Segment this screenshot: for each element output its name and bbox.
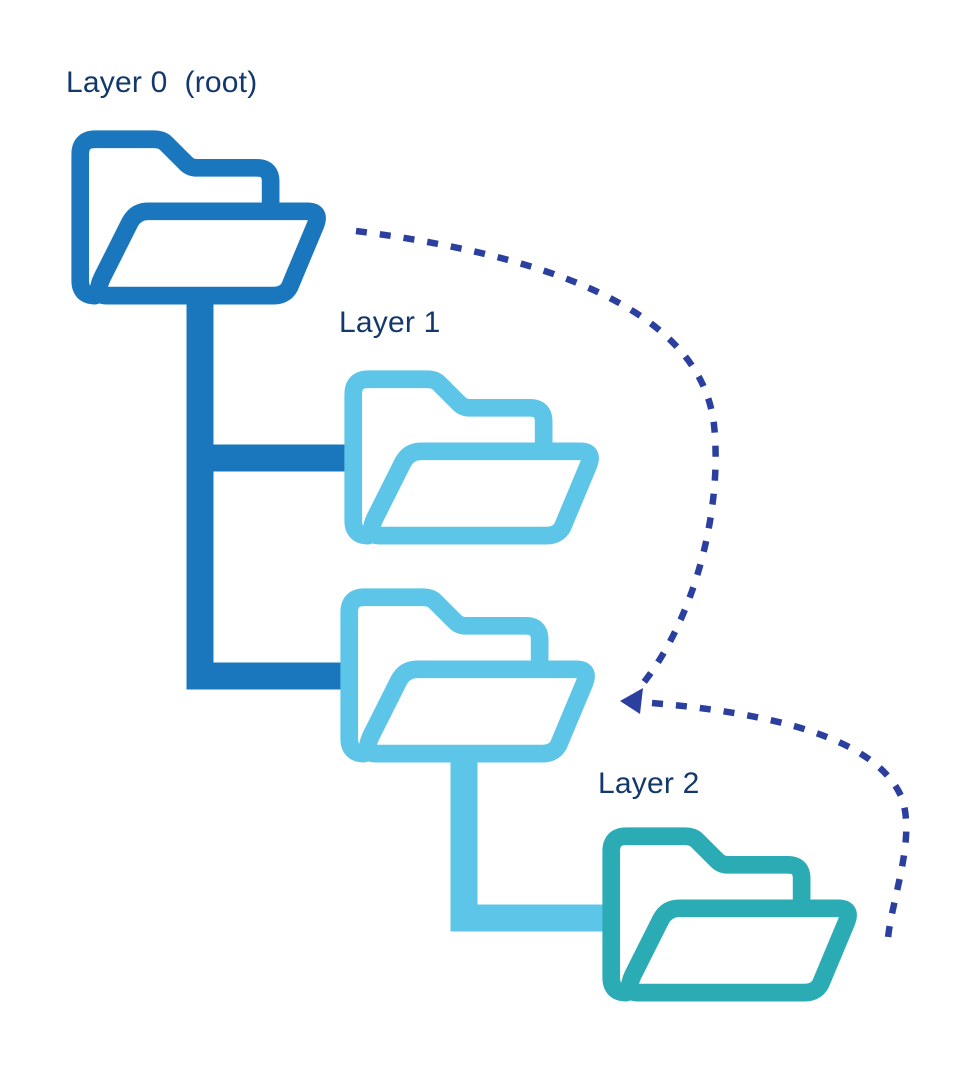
dashed-path-layer1b-to-layer2 bbox=[651, 699, 910, 939]
arrowhead-icon bbox=[620, 688, 643, 714]
layer2-folder-icon bbox=[602, 827, 857, 1002]
layer1-folder-a-icon bbox=[344, 370, 599, 545]
connector-root-to-layer1b bbox=[186, 296, 352, 690]
layer1-label: Layer 1 bbox=[339, 306, 441, 339]
layer2-label: Layer 2 bbox=[598, 767, 700, 800]
layer1-folder-b-icon bbox=[340, 588, 595, 763]
root-folder-icon bbox=[71, 130, 326, 305]
layer0-root-label: Layer 0 (root) bbox=[66, 66, 258, 99]
dashed-path-root-to-layer1b bbox=[355, 227, 719, 695]
connector-layer1b-to-layer2 bbox=[450, 746, 618, 932]
